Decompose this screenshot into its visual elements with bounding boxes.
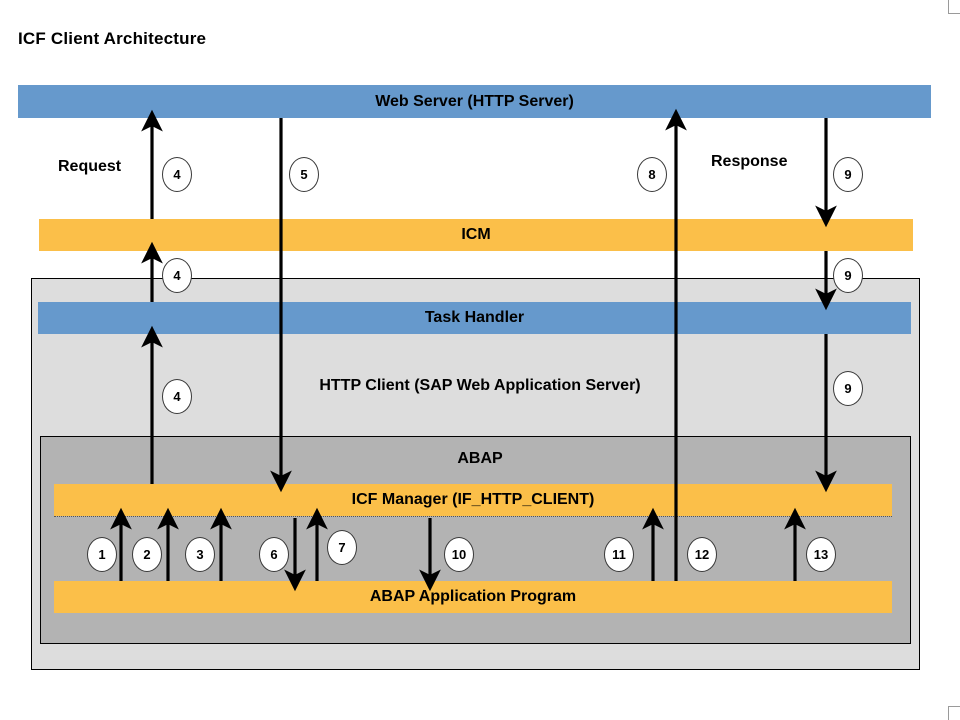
abap-application-program-label: ABAP Application Program <box>369 588 577 606</box>
step-marker-9: 9 <box>833 258 863 293</box>
step-marker-12: 12 <box>687 537 717 572</box>
request-label: Request <box>58 158 122 175</box>
http-client-caption: HTTP Client (SAP Web Application Server) <box>300 362 660 410</box>
icf-manager-underline <box>54 516 892 517</box>
icf-manager-box[interactable]: ICF Manager (IF_HTTP_CLIENT) <box>54 484 892 516</box>
step-marker-9: 9 <box>833 157 863 192</box>
page-edge-mark-bottom-right-h <box>948 706 960 707</box>
icf-manager-label: ICF Manager (IF_HTTP_CLIENT) <box>351 491 595 509</box>
abap-application-program-box[interactable]: ABAP Application Program <box>54 581 892 613</box>
web-server-box[interactable]: Web Server (HTTP Server) <box>18 85 931 118</box>
step-marker-4: 4 <box>162 258 192 293</box>
step-marker-6: 6 <box>259 537 289 572</box>
step-marker-9: 9 <box>833 371 863 406</box>
http-client-label: HTTP Client (SAP Web Application Server) <box>319 377 641 395</box>
abap-label: ABAP <box>457 450 503 468</box>
step-marker-8: 8 <box>637 157 667 192</box>
icm-box[interactable]: ICM <box>39 219 913 251</box>
step-marker-3: 3 <box>185 537 215 572</box>
abap-caption: ABAP <box>380 448 580 470</box>
icm-label: ICM <box>461 226 491 244</box>
page-edge-mark-bottom-right <box>948 706 949 720</box>
step-marker-11: 11 <box>604 537 634 572</box>
step-marker-4: 4 <box>162 379 192 414</box>
step-marker-1: 1 <box>87 537 117 572</box>
page-edge-mark-top-right-h <box>948 13 960 14</box>
response-label: Response <box>711 153 788 170</box>
step-marker-5: 5 <box>289 157 319 192</box>
page-edge-mark-top-right <box>948 0 949 14</box>
web-server-label: Web Server (HTTP Server) <box>375 92 574 110</box>
task-handler-label: Task Handler <box>424 309 525 327</box>
diagram-title: ICF Client Architecture <box>18 29 207 48</box>
task-handler-box[interactable]: Task Handler <box>38 302 911 334</box>
step-marker-7: 7 <box>327 530 357 565</box>
step-marker-10: 10 <box>444 537 474 572</box>
step-marker-2: 2 <box>132 537 162 572</box>
step-marker-13: 13 <box>806 537 836 572</box>
step-marker-4: 4 <box>162 157 192 192</box>
